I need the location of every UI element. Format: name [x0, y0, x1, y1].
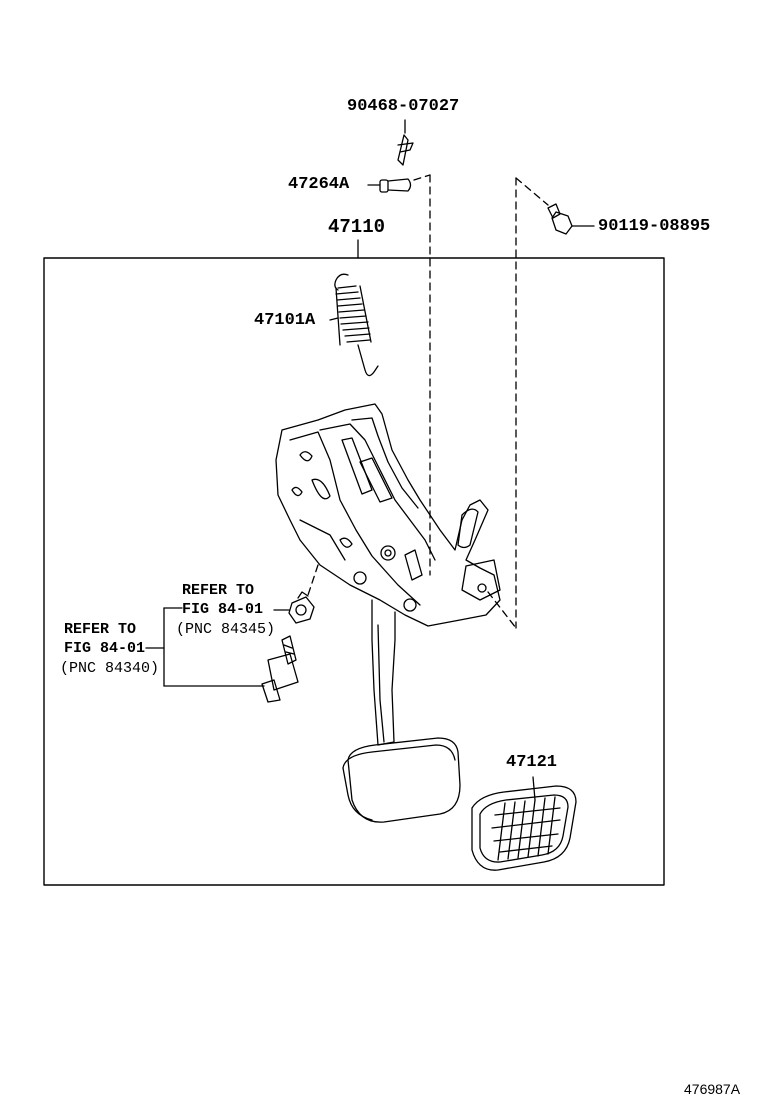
bolt-part	[548, 204, 594, 234]
switch-nut-part	[289, 592, 314, 623]
reference-brackets	[146, 608, 289, 686]
ref-lower-line2: FIG 84-01	[64, 640, 146, 657]
label-bolt: 90119-08895	[598, 217, 711, 236]
ref-upper-pnc: (PNC 84345)	[176, 621, 276, 638]
label-pad: 47121	[506, 753, 558, 772]
assembly-frame	[44, 258, 664, 885]
pedal-plate	[343, 738, 460, 822]
label-spring: 47101A	[254, 311, 316, 330]
ref-lower-pnc: (PNC 84340)	[60, 660, 160, 677]
label-assembly: 47110	[328, 216, 386, 238]
pin-part	[368, 179, 411, 192]
pedal-bracket	[276, 404, 500, 626]
label-pin: 47264A	[288, 175, 350, 194]
ref-upper-line2: FIG 84-01	[182, 601, 264, 618]
spring-part	[330, 274, 378, 375]
guide-lines	[308, 175, 548, 628]
ref-upper-line1: REFER TO	[182, 582, 255, 599]
stop-switch-part	[262, 636, 298, 702]
figure-code: 476987A	[684, 1081, 741, 1097]
ref-lower-line1: REFER TO	[64, 621, 137, 638]
pedal-pad-part	[472, 777, 576, 870]
pedal-arm	[372, 600, 395, 745]
label-clip: 90468-07027	[347, 97, 460, 116]
clip-part	[398, 120, 413, 165]
